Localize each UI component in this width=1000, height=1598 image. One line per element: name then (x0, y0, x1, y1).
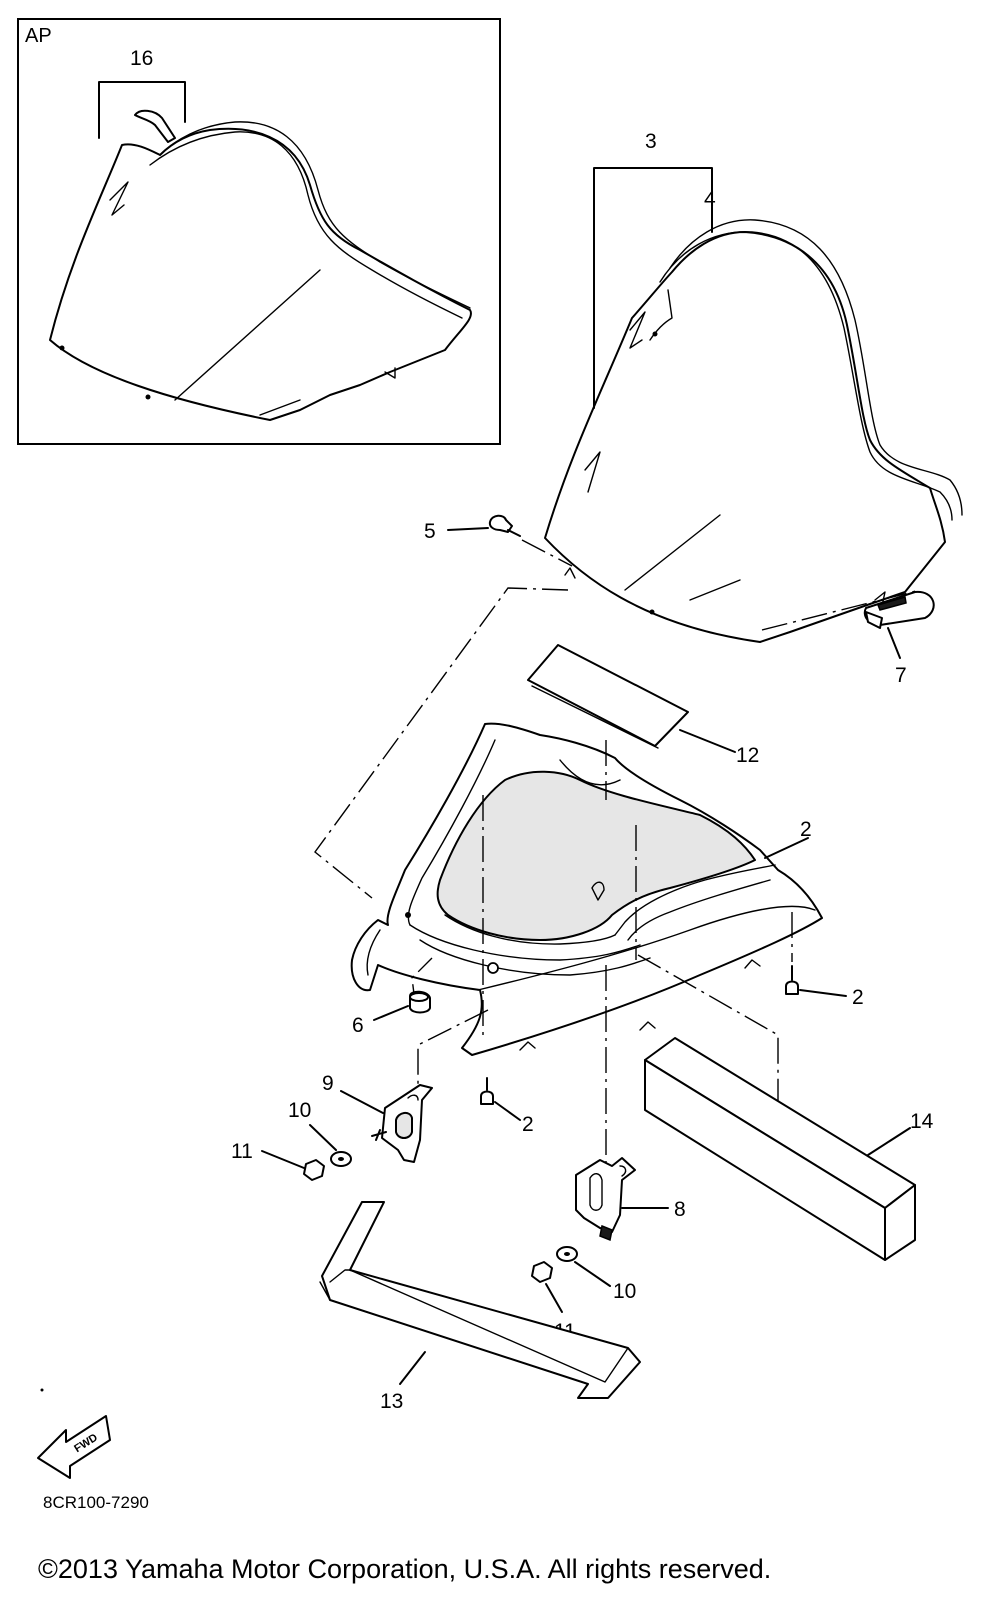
bracket-7 (863, 590, 935, 629)
callout-10-left: 10 (288, 1099, 311, 1122)
screw-2-right (785, 965, 799, 995)
callout-4: 4 (704, 188, 716, 211)
document-code: 8CR100-7290 (43, 1493, 149, 1512)
windshield (544, 219, 963, 643)
bracket-8 (575, 1157, 636, 1242)
callout-3: 3 (645, 130, 657, 153)
pad-14 (527, 644, 689, 749)
inset-label: AP (25, 25, 52, 47)
inset-ap: AP 16 (17, 18, 501, 445)
callout-9: 9 (322, 1072, 334, 1095)
inset-windshield (49, 109, 472, 421)
screw-2-left (480, 1077, 494, 1105)
copyright-notice: ©2013 Yamaha Motor Corporation, U.S.A. A… (38, 1554, 771, 1584)
callout-2-left: 2 (522, 1113, 534, 1136)
callout-15: 16 (130, 47, 153, 70)
screw-5 (488, 514, 521, 537)
nut-11-right (531, 1261, 553, 1283)
nut-11-left (303, 1159, 325, 1181)
foam-block-13 (644, 1037, 916, 1261)
callout-10-right: 10 (613, 1280, 636, 1303)
callout-5: 5 (424, 520, 436, 543)
washer-10-right (556, 1246, 578, 1262)
callout-14: 12 (736, 744, 759, 767)
callout-12: 13 (380, 1390, 403, 1413)
callout-13: 14 (910, 1110, 934, 1133)
callout-7: 7 (895, 664, 907, 687)
callout-2-right: 2 (852, 986, 864, 1009)
trim-12 (319, 1201, 641, 1399)
callout-6: 6 (352, 1014, 364, 1037)
callout-8: 8 (674, 1198, 686, 1221)
grommet-6 (409, 990, 431, 1014)
forward-arrow-icon: FWD (37, 1415, 111, 1479)
washer-10-left (330, 1151, 352, 1167)
bracket-9 (371, 1084, 433, 1163)
cowling (350, 722, 823, 1056)
callout-1: 2 (800, 818, 812, 841)
callout-11-left: 11 (231, 1140, 253, 1163)
